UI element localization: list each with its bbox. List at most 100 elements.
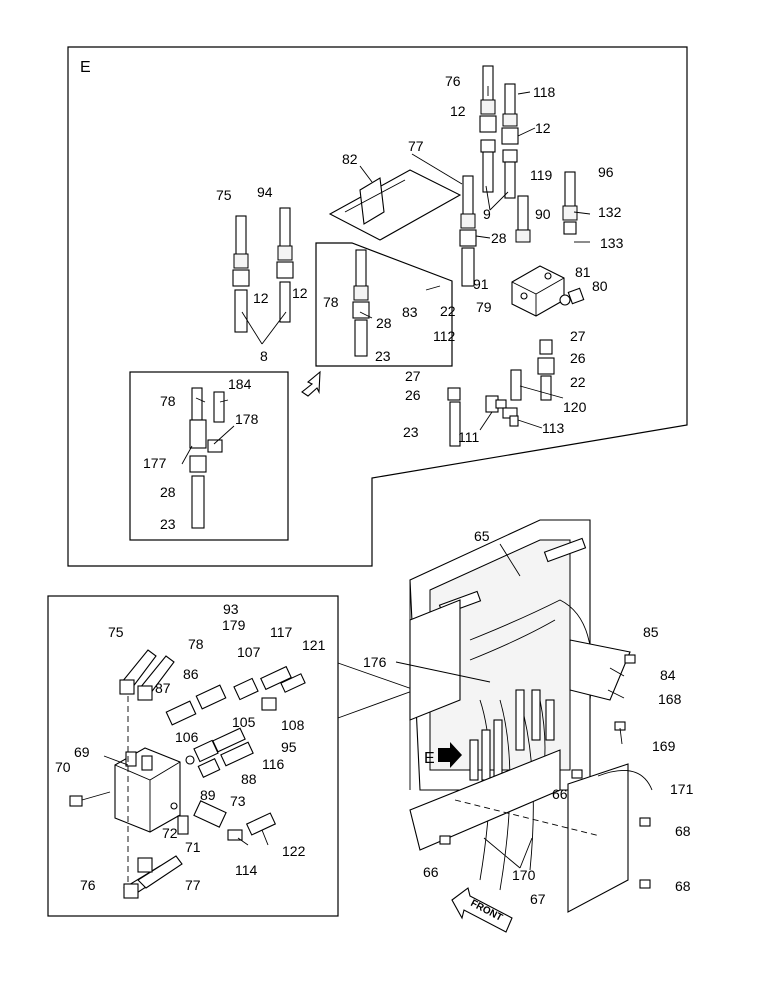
label-78-inset: 78 — [160, 393, 176, 409]
label-108: 108 — [281, 717, 305, 733]
label-116: 116 — [262, 756, 285, 772]
label-95: 95 — [281, 739, 297, 755]
fittings-12-top — [480, 139, 518, 199]
hose-77-center — [459, 175, 477, 287]
hose-76-top — [479, 65, 497, 133]
label-22-b: 22 — [570, 374, 586, 390]
block-79 — [511, 265, 565, 317]
label-12-b: 12 — [535, 120, 551, 136]
label-85: 85 — [643, 624, 659, 640]
label-88: 88 — [241, 771, 257, 787]
label-176: 176 — [363, 654, 387, 670]
label-12-c: 12 — [253, 290, 269, 306]
label-12-a: 12 — [450, 103, 466, 119]
label-76-top: 76 — [445, 73, 461, 89]
label-66-b: 66 — [423, 864, 439, 880]
label-27-b: 27 — [405, 368, 421, 384]
fitting-26-right — [537, 339, 555, 401]
label-86: 86 — [183, 666, 199, 682]
label-84: 84 — [660, 667, 676, 683]
label-184: 184 — [228, 376, 252, 392]
label-121: 121 — [302, 637, 326, 653]
label-28-b: 28 — [376, 315, 392, 331]
label-170: 170 — [512, 867, 536, 883]
label-82: 82 — [342, 151, 358, 167]
inset-fitting-assembly — [189, 387, 225, 529]
bolts-main — [439, 654, 651, 889]
front-arrow-icon — [451, 887, 513, 933]
valve-block-69 — [114, 747, 181, 833]
label-72: 72 — [162, 825, 178, 841]
fitting-chain-lower — [185, 727, 254, 778]
label-69: 69 — [74, 744, 90, 760]
label-179: 179 — [222, 617, 246, 633]
bolt-70 — [69, 791, 111, 807]
label-133: 133 — [600, 235, 624, 251]
label-77-top: 77 — [408, 138, 424, 154]
label-94: 94 — [257, 184, 273, 200]
fitting-chain-upper — [165, 665, 306, 726]
label-83: 83 — [402, 304, 418, 320]
fitting-chain-bottom — [170, 800, 277, 841]
label-70: 70 — [55, 759, 71, 775]
hose-75-78-elbows — [119, 649, 175, 701]
callout-leader — [337, 662, 417, 719]
label-112: 112 — [433, 328, 456, 344]
label-105: 105 — [232, 714, 256, 730]
label-75-detail: 75 — [108, 624, 124, 640]
label-28-a: 28 — [491, 230, 507, 246]
label-67: 67 — [530, 891, 546, 907]
elbow-113 — [502, 407, 519, 427]
label-81: 81 — [575, 264, 591, 280]
label-12-d: 12 — [292, 285, 308, 301]
frame-65 — [409, 519, 591, 791]
label-119: 119 — [530, 167, 553, 183]
label-78-detail: 78 — [188, 636, 204, 652]
label-76-detail: 76 — [80, 877, 96, 893]
label-96: 96 — [598, 164, 614, 180]
label-111: 111 — [458, 429, 479, 445]
hose-78-zoom — [352, 249, 370, 357]
label-66-a: 66 — [552, 786, 568, 802]
label-23-b: 23 — [403, 424, 419, 440]
detail-e-frame — [67, 46, 688, 567]
hose-118 — [501, 83, 519, 145]
leader-lines — [103, 86, 625, 869]
inset-arrow-icon — [301, 370, 321, 397]
part-labels: 76 118 12 12 82 77 75 94 119 96 9 90 132… — [55, 73, 694, 907]
label-28-c: 28 — [160, 484, 176, 500]
label-171: 171 — [670, 781, 694, 797]
label-26-b: 26 — [405, 387, 421, 403]
hose-75 — [232, 215, 250, 333]
label-177: 177 — [143, 455, 167, 471]
label-23-c: 23 — [160, 516, 176, 532]
plate-67 — [567, 763, 629, 913]
label-73: 73 — [230, 793, 246, 809]
hose-94 — [276, 207, 294, 323]
zoom-box-78-28-23 — [315, 242, 453, 367]
fitting-inset-box — [129, 371, 289, 541]
label-107: 107 — [237, 644, 261, 660]
view-label: E — [424, 750, 435, 767]
bracket-84 — [569, 639, 631, 701]
view-arrow-e-icon — [438, 742, 462, 768]
label-71: 71 — [185, 839, 201, 855]
label-169: 169 — [652, 738, 676, 754]
label-178: 178 — [235, 411, 259, 427]
hose-76-77-elbows — [123, 855, 183, 899]
label-68-b: 68 — [675, 878, 691, 894]
label-77-detail: 77 — [185, 877, 201, 893]
label-23-a: 23 — [375, 348, 391, 364]
section-label: E — [80, 59, 91, 76]
label-106: 106 — [175, 729, 199, 745]
fitting-26-left — [447, 387, 461, 447]
label-8: 8 — [260, 348, 268, 364]
label-113: 113 — [542, 420, 565, 436]
label-22-a: 22 — [440, 303, 456, 319]
label-26-a: 26 — [570, 350, 586, 366]
hose-96 — [562, 171, 578, 235]
label-80: 80 — [592, 278, 608, 294]
label-68-a: 68 — [675, 823, 691, 839]
label-168: 168 — [658, 691, 682, 707]
